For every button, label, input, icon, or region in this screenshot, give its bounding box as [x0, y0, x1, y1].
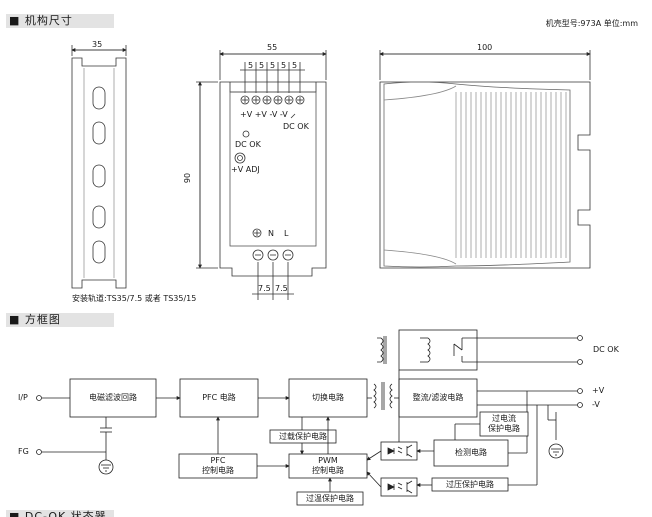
- dim-pitch-5: 5: [292, 61, 298, 70]
- terminal-top-label: +V +V -V -V: [240, 110, 288, 119]
- rail-note: 安装轨道:TS35/7.5 或者 TS35/15: [72, 294, 197, 303]
- dim-width-front: 55: [267, 43, 278, 52]
- output-vplus-label: +V: [592, 386, 605, 395]
- dim-bottom-pitch-1: 7.5: [258, 284, 271, 293]
- dim-bottom-pitch-2: 7.5: [275, 284, 288, 293]
- block-emi-filter: 电磁滤波回路: [89, 393, 137, 402]
- dim-depth-side: 100: [477, 43, 493, 52]
- section-title-block-diagram: ■ 方框图: [6, 313, 114, 327]
- dim-pitch-3: 5: [270, 61, 276, 70]
- side-view: [379, 50, 591, 269]
- block-switching: 切换电路: [312, 393, 344, 402]
- block-ot-protect: 过温保护电路: [306, 494, 354, 503]
- terminal-l-label: L: [284, 229, 289, 238]
- block-pwm-control-title: PWM: [318, 456, 338, 465]
- block-ov-protect: 过压保护电路: [446, 480, 494, 489]
- dim-height: 90: [183, 172, 193, 184]
- input-fg-label: FG: [18, 447, 29, 456]
- terminal-n-label: N: [268, 229, 274, 238]
- dc-ok-led-label: DC OK: [235, 140, 261, 149]
- case-info: 机壳型号:973A 单位:mm: [545, 19, 638, 28]
- block-diagram-lines: [36, 329, 583, 506]
- block-pfc-control-sub: 控制电路: [202, 466, 234, 475]
- block-overload-protect: 过载保护电路: [279, 432, 327, 441]
- dim-width-left: 35: [92, 40, 103, 49]
- dc-ok-label-top: DC OK: [283, 122, 309, 131]
- output-vminus-label: -V: [592, 400, 600, 409]
- block-pfc: PFC 电路: [202, 393, 236, 402]
- block-overcurrent-title: 过电流: [492, 414, 516, 423]
- block-rectifier: 整流/滤波电路: [412, 393, 464, 402]
- dim-pitch-4: 5: [281, 61, 287, 70]
- input-ip-label: I/P: [18, 393, 28, 402]
- section-title-derating: ■ DC-OK 状态器特性: [6, 510, 114, 517]
- v-adj-label: +V ADJ: [231, 165, 260, 174]
- din-rail-view: [71, 45, 127, 289]
- front-view: [196, 50, 327, 300]
- block-pfc-control-title: PFC: [210, 456, 226, 465]
- output-dc-ok-label: DC OK: [593, 345, 619, 354]
- block-pwm-control-sub: 控制电路: [312, 466, 344, 475]
- dim-pitch-2: 5: [259, 61, 265, 70]
- side-vent-slots: [455, 92, 567, 258]
- block-overcurrent-sub: 保护电路: [488, 424, 520, 433]
- section-title-mechanical: ■ 机构尺寸: [6, 14, 114, 28]
- dim-pitch-1: 5: [248, 61, 254, 70]
- block-detection: 检测电路: [455, 448, 487, 457]
